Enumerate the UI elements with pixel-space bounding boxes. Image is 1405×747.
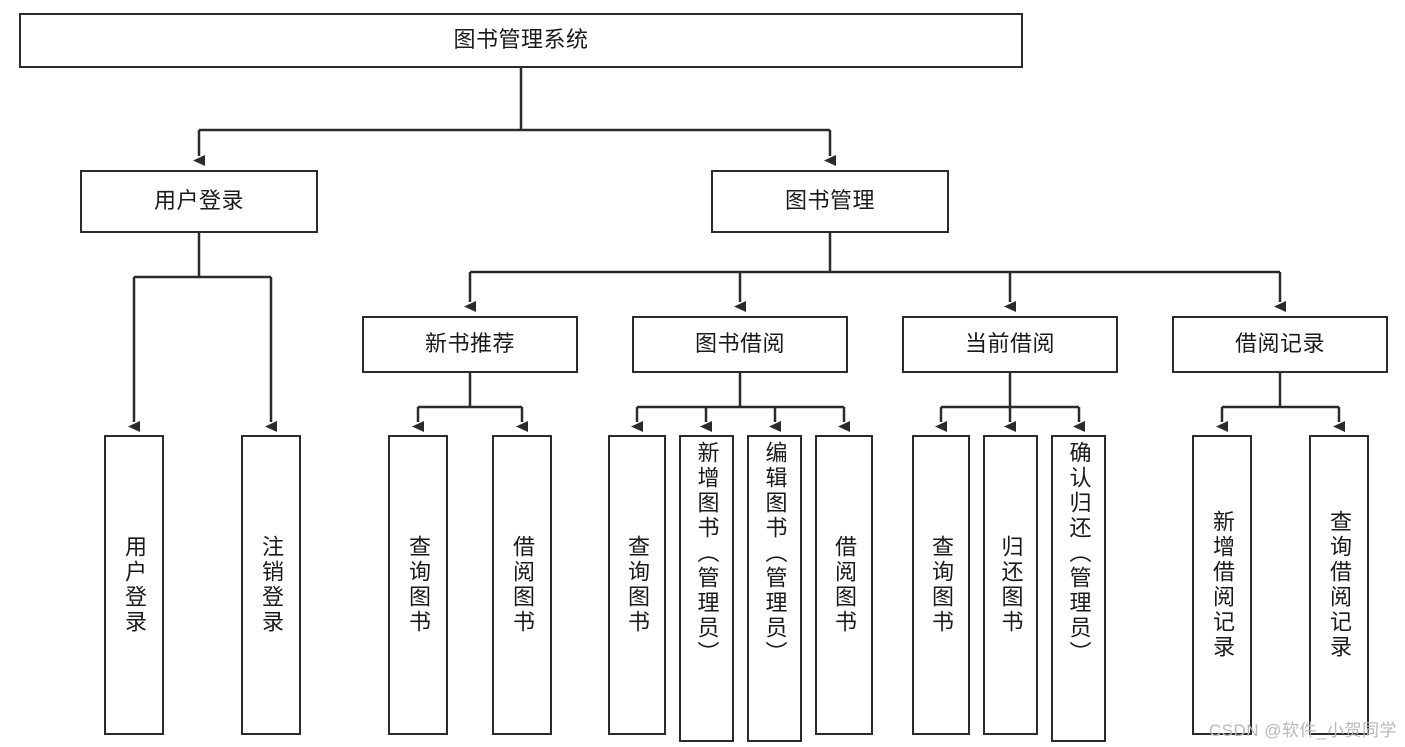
- node-leaf-query-book-1[interactable]: 查询图书: [388, 435, 448, 735]
- edge-group-borrow-record: [1216, 373, 1345, 432]
- node-book-borrow[interactable]: 图书借阅: [632, 316, 848, 373]
- edge-group-new-book-recommend: [412, 373, 528, 432]
- node-user-login[interactable]: 用户登录: [80, 170, 318, 233]
- node-leaf-borrow-book-1-label: 借阅图书: [510, 535, 535, 635]
- edge-group-book-borrow: [631, 373, 850, 432]
- node-borrow-record-label: 借阅记录: [1234, 331, 1325, 357]
- node-leaf-query-book-3-label: 查询图书: [929, 535, 954, 635]
- node-leaf-query-record[interactable]: 查询借阅记录: [1309, 435, 1369, 735]
- node-current-borrow-label: 当前借阅: [964, 331, 1055, 357]
- node-book-borrow-label: 图书借阅: [694, 331, 785, 357]
- node-user-login-label: 用户登录: [153, 188, 244, 214]
- edge-group-root: [193, 68, 836, 166]
- node-leaf-borrow-book-2-label: 借阅图书: [832, 535, 857, 635]
- node-leaf-edit-book-label: 编辑图书（管理员）: [762, 441, 788, 666]
- node-leaf-add-book[interactable]: 新增图书（管理员）: [679, 435, 734, 742]
- node-leaf-query-book-2-label: 查询图书: [625, 535, 650, 635]
- node-leaf-edit-book[interactable]: 编辑图书（管理员）: [747, 435, 802, 742]
- node-leaf-user-login[interactable]: 用户登录: [104, 435, 164, 735]
- edge-group-book-manage: [464, 233, 1286, 312]
- node-root-label: 图书管理系统: [453, 27, 589, 53]
- node-leaf-borrow-book-2[interactable]: 借阅图书: [815, 435, 873, 735]
- node-root[interactable]: 图书管理系统: [19, 13, 1023, 68]
- node-leaf-confirm-return-label: 确认归还（管理员）: [1066, 441, 1092, 666]
- node-leaf-user-login-label: 用户登录: [122, 535, 147, 635]
- node-new-book-recommend[interactable]: 新书推荐: [362, 316, 578, 373]
- node-leaf-query-book-3[interactable]: 查询图书: [912, 435, 970, 735]
- node-leaf-add-book-label: 新增图书（管理员）: [694, 441, 720, 666]
- edge-group-user-login: [128, 233, 277, 432]
- node-leaf-query-book-2[interactable]: 查询图书: [608, 435, 666, 735]
- node-borrow-record[interactable]: 借阅记录: [1172, 316, 1388, 373]
- node-leaf-query-record-label: 查询借阅记录: [1327, 510, 1352, 660]
- node-leaf-user-logout-label: 注销登录: [259, 535, 284, 635]
- node-book-manage[interactable]: 图书管理: [711, 170, 949, 233]
- node-current-borrow[interactable]: 当前借阅: [902, 316, 1118, 373]
- node-book-manage-label: 图书管理: [784, 188, 875, 214]
- node-leaf-query-book-1-label: 查询图书: [406, 535, 431, 635]
- node-leaf-add-record[interactable]: 新增借阅记录: [1192, 435, 1252, 735]
- node-leaf-borrow-book-1[interactable]: 借阅图书: [492, 435, 552, 735]
- node-leaf-return-book-label: 归还图书: [998, 535, 1024, 635]
- node-leaf-return-book[interactable]: 归还图书: [983, 435, 1038, 735]
- node-new-book-recommend-label: 新书推荐: [424, 331, 515, 357]
- edge-group-current-borrow: [935, 373, 1085, 432]
- node-leaf-confirm-return[interactable]: 确认归还（管理员）: [1051, 435, 1106, 742]
- node-leaf-user-logout[interactable]: 注销登录: [241, 435, 301, 735]
- node-leaf-add-record-label: 新增借阅记录: [1210, 510, 1235, 660]
